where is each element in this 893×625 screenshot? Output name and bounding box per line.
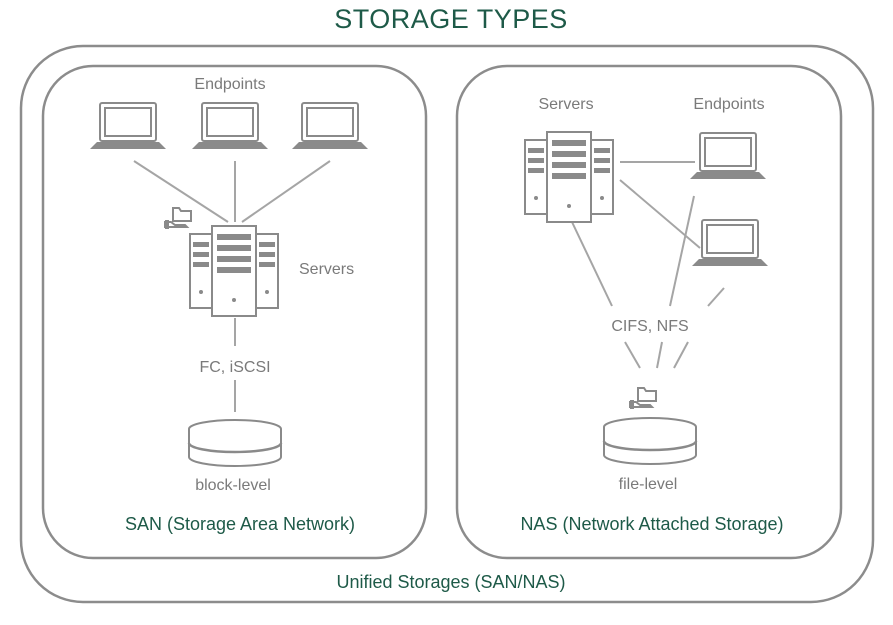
unified-storage-label: Unified Storages (SAN/NAS)	[336, 572, 565, 592]
folder-share-icon	[629, 387, 657, 410]
diagram-title: STORAGE TYPES	[334, 4, 568, 34]
laptop-icon	[89, 102, 167, 150]
disk-storage-icon	[187, 418, 283, 468]
nas-caption: NAS (Network Attached Storage)	[520, 514, 783, 534]
server-icon	[524, 131, 614, 223]
laptop-icon	[691, 219, 769, 267]
disk-storage-icon	[602, 416, 698, 466]
folder-share-icon	[164, 207, 192, 230]
laptop-icon	[291, 102, 369, 150]
san-storage-level-label: block-level	[195, 477, 271, 494]
san-caption: SAN (Storage Area Network)	[125, 514, 355, 534]
server-icon	[189, 225, 279, 317]
san-servers-label: Servers	[299, 261, 354, 278]
nas-connections	[571, 161, 725, 369]
san-connections	[133, 160, 331, 412]
san-endpoints-label: Endpoints	[194, 76, 265, 93]
unified-storage-frame	[19, 44, 875, 604]
nas-storage-level-label: file-level	[619, 476, 678, 493]
san-frame	[41, 64, 428, 560]
nas-servers-label: Servers	[538, 96, 593, 113]
nas-endpoints-label: Endpoints	[693, 96, 764, 113]
nas-protocol-label: CIFS, NFS	[611, 318, 688, 335]
laptop-icon	[689, 132, 767, 180]
nas-frame	[455, 64, 843, 560]
laptop-icon	[191, 102, 269, 150]
san-protocol-label: FC, iSCSI	[199, 359, 270, 376]
